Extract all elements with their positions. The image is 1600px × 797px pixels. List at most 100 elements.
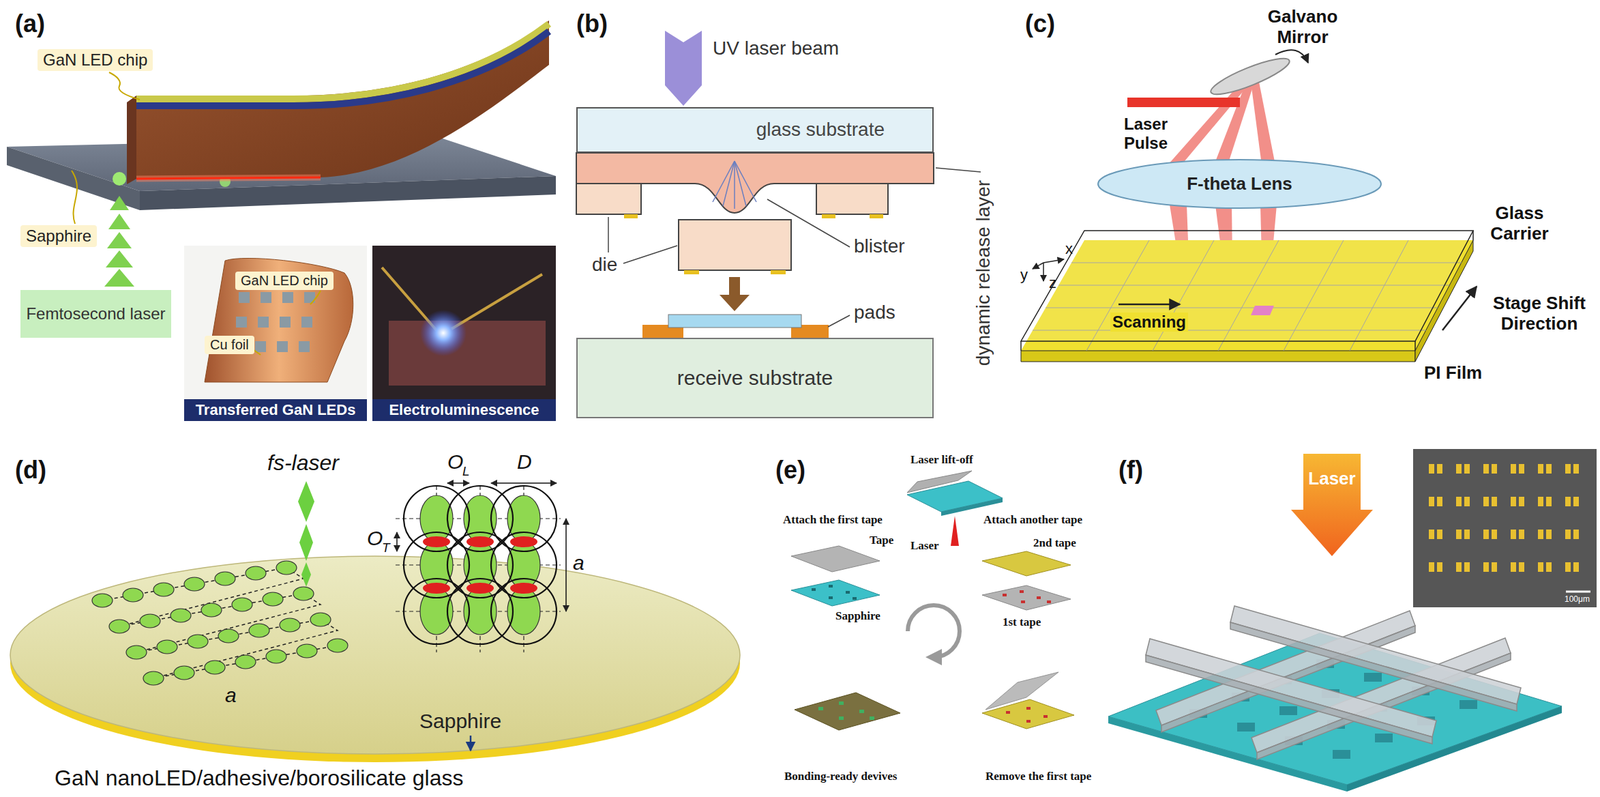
tape-stack — [791, 579, 880, 606]
overlap-diagram — [447, 482, 470, 484]
tape-stack — [985, 671, 1059, 710]
mask-bars — [1230, 605, 1521, 704]
caption-bar: Transferred GaN LEDs — [184, 398, 367, 421]
micrograph-inset — [1565, 463, 1571, 474]
ablation-spot — [109, 619, 130, 633]
photo-inset — [204, 257, 354, 382]
annotation-label: x — [1065, 240, 1073, 258]
node-text: GaN LED chip — [42, 50, 148, 70]
release-layer — [712, 160, 757, 209]
ablation-spot — [143, 671, 164, 685]
fs-laser-beam — [298, 480, 315, 587]
wafer-disk — [10, 555, 740, 762]
leader-line — [623, 245, 678, 264]
ablation-spot — [310, 612, 331, 627]
photo-inset — [298, 341, 310, 352]
micrograph-inset — [1573, 496, 1579, 507]
micrograph-inset — [1573, 529, 1579, 539]
tape-stack — [828, 596, 833, 599]
overlap-diagram — [510, 536, 538, 547]
pi-film — [1020, 350, 1416, 362]
annotation-label: z — [1048, 274, 1057, 292]
ablation-spot — [153, 582, 174, 597]
micrograph-inset — [1537, 561, 1544, 572]
fs-laser-beam — [298, 480, 315, 522]
glass-carrier — [1020, 230, 1474, 342]
micrograph-inset — [1491, 496, 1498, 507]
callout-tag: Sapphire — [20, 225, 97, 247]
substrate-plate — [1237, 722, 1255, 732]
micrograph-inset — [1510, 561, 1517, 572]
node-text: Electroluminescence — [388, 401, 539, 419]
photo-inset — [451, 274, 543, 329]
ablation-spot — [170, 608, 191, 622]
wafer-disk — [10, 555, 740, 754]
annotation-label: Remove the first tape — [985, 769, 1092, 783]
pointer-arrow — [469, 735, 472, 751]
annotation-label: PI Film — [1424, 362, 1483, 384]
micrograph-inset — [1546, 496, 1552, 507]
glass-carrier — [1414, 341, 1416, 351]
micrograph-inset — [1518, 529, 1525, 539]
micrograph-inset — [1464, 463, 1470, 474]
leader-line — [827, 315, 850, 327]
f-theta-lens: F-theta Lens — [1096, 158, 1383, 210]
annotation-label: 1st tape — [1002, 615, 1041, 629]
ablation-spot — [276, 560, 297, 575]
annotation-label: GaN nanoLED/adhesive/borosilicate glass — [54, 765, 464, 791]
tape-stack — [791, 545, 880, 572]
node-text: Cu foil — [210, 336, 249, 353]
femtosecond-beam — [108, 213, 131, 230]
gan-chip — [126, 20, 550, 185]
tape-stack — [811, 587, 816, 591]
tape-stack — [811, 584, 857, 600]
galvano-mirror — [1275, 49, 1309, 63]
overlap-diagram — [422, 582, 451, 594]
die — [576, 183, 888, 275]
micrograph-inset — [1491, 529, 1498, 539]
photo-inset — [420, 309, 467, 357]
panel-label: (a) — [15, 9, 46, 38]
panel-label: (d) — [15, 455, 47, 484]
fs-laser-beam — [301, 561, 311, 587]
substrate-plate — [1332, 749, 1351, 759]
gan-chip — [136, 31, 550, 106]
ablation-spot — [126, 645, 147, 659]
micrograph-inset — [1428, 529, 1435, 539]
annotation-label: y — [1020, 265, 1028, 284]
ablation-spot — [245, 566, 266, 580]
tape-stack — [845, 590, 850, 594]
tape-stack — [838, 701, 844, 705]
micrograph-inset — [1546, 463, 1552, 474]
annotation-label: Glass Carrier — [1478, 203, 1561, 245]
tape-stack — [1002, 593, 1007, 597]
overlap-diagram — [510, 582, 538, 594]
gan-chip — [136, 177, 321, 179]
micrograph-inset — [1456, 529, 1462, 539]
tape-stack — [1005, 706, 1048, 723]
overlap-diagram — [420, 495, 541, 635]
node-text: F-theta Lens — [1186, 173, 1293, 195]
annotation-label: Sapphire — [419, 709, 502, 734]
micrograph-inset — [1428, 561, 1435, 572]
femtosecond-beam — [104, 268, 135, 287]
panel-label: (f) — [1118, 455, 1144, 484]
tape-stack — [1043, 714, 1048, 718]
ablation-spot — [327, 638, 348, 653]
substrate-plate — [1364, 672, 1382, 682]
photo-inset — [372, 245, 556, 399]
ablation-spot — [265, 649, 287, 663]
fs-laser-beam — [299, 523, 314, 561]
ablation-spot — [92, 560, 348, 685]
micrograph-inset — [1428, 496, 1435, 507]
panel-label: (e) — [775, 455, 806, 484]
laser-arrow: Laser — [1291, 453, 1373, 556]
lift-off-stack — [907, 470, 972, 493]
micrograph-inset — [1456, 561, 1462, 572]
node-text: glass substrate — [756, 118, 885, 141]
gan-chip — [136, 177, 321, 179]
glass-carrier — [1020, 341, 1022, 351]
micrograph-inset — [1491, 561, 1498, 572]
receive-pads — [642, 314, 829, 338]
micrograph-inset — [1537, 496, 1544, 507]
